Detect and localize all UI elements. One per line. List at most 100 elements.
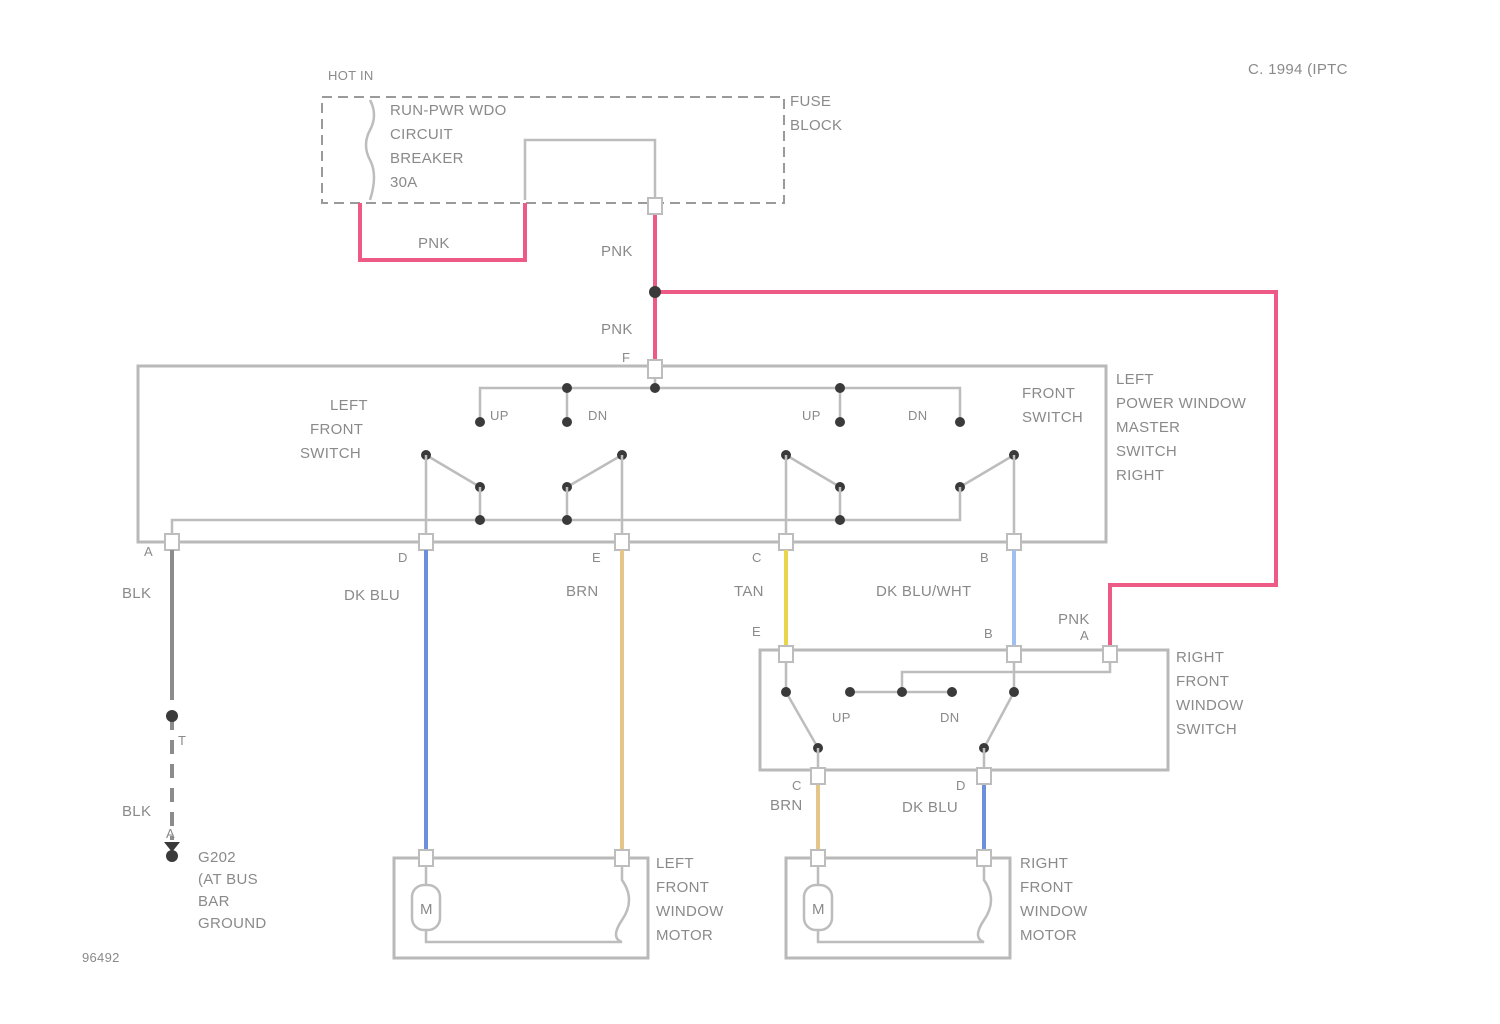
master-label-4: SWITCH [1116, 443, 1177, 460]
pnk-label-4: PNK [1058, 611, 1090, 628]
right-window-switch: E B A UP DN C D RIGHT FRONT WINDOW SWITC… [752, 624, 1244, 793]
lm-internal [426, 866, 629, 942]
rm-terminal-2 [977, 850, 991, 866]
ground-connector-bot: A [166, 826, 175, 841]
top-bus [480, 388, 960, 422]
lm-label-1: LEFT [656, 855, 694, 872]
up-label-1: UP [490, 408, 509, 423]
bus-node-f [650, 383, 660, 393]
rf-switch-line-2: SWITCH [1022, 409, 1083, 426]
rm-terminal-1 [811, 850, 825, 866]
ground-label-1: G202 [198, 849, 236, 866]
up1-contact [475, 417, 485, 427]
rs-pin-b: B [984, 626, 993, 641]
rm-label-4: MOTOR [1020, 927, 1077, 944]
rm-m: M [812, 901, 825, 918]
right-window-motor: M RIGHT FRONT WINDOW MOTOR [786, 850, 1088, 958]
master-switch: F UP DN UP DN LEFT FRONT SWITCH FRONT SW… [138, 350, 1247, 565]
fuse-label-1: FUSE [790, 93, 831, 110]
master-label-2: POWER WINDOW [1116, 395, 1247, 412]
blk-label-2: BLK [122, 803, 151, 820]
lf-switch-line-2: FRONT [310, 421, 363, 438]
lever-4 [960, 455, 1014, 487]
tan-label: TAN [734, 583, 764, 600]
pin-d: D [398, 550, 408, 565]
rs-label-2: FRONT [1176, 673, 1229, 690]
rs-pin-d: D [956, 778, 966, 793]
dn-label-2: DN [908, 408, 927, 423]
rs-out-leads [818, 748, 984, 770]
ground-bus [172, 487, 960, 536]
rs-pivot-2 [1009, 687, 1019, 697]
rs-pin-e: E [752, 624, 761, 639]
ground: T A G202 (AT BUS BAR GROUND [164, 733, 266, 932]
dn-label-1: DN [588, 408, 607, 423]
lm-m: M [420, 901, 433, 918]
colored-wires: BLK BLK DK BLU BRN TAN DK BLU/WHT BRN DK… [122, 550, 1014, 855]
pnk-label-3: PNK [601, 321, 633, 338]
ground-label-4: GROUND [198, 915, 266, 932]
rs-pin-a: A [1080, 628, 1089, 643]
rs-pivot-1 [781, 687, 791, 697]
bus-node-1 [562, 383, 572, 393]
pin-c: C [752, 550, 762, 565]
rm-label-1: RIGHT [1020, 855, 1068, 872]
pnk-label-2: PNK [601, 243, 633, 260]
rs-dn-contact [947, 687, 957, 697]
dn1-contact [562, 417, 572, 427]
pin-a: A [144, 544, 153, 559]
dk-blu-label-1: DK BLU [344, 587, 400, 604]
fuse-block: HOT IN RUN-PWR WDO CIRCUIT BREAKER 30A F… [322, 68, 842, 210]
lm-label-2: FRONT [656, 879, 709, 896]
dk-blu-label-2: DK BLU [902, 799, 958, 816]
hot-in-label: HOT IN [328, 68, 374, 83]
lever-1 [426, 455, 480, 487]
ground-connector-top: T [178, 733, 186, 748]
bus-node-2 [835, 383, 845, 393]
breaker-line-2: CIRCUIT [390, 126, 453, 143]
pin-b: B [980, 550, 989, 565]
breaker-line-3: BREAKER [390, 150, 464, 167]
terminal-d [419, 534, 433, 550]
ground-label-2: (AT BUS [198, 871, 258, 888]
rs-terminal-d [977, 768, 991, 784]
brn-label-2: BRN [770, 797, 803, 814]
rm-internal [818, 866, 991, 942]
rs-pin-c: C [792, 778, 802, 793]
blk-label-1: BLK [122, 585, 151, 602]
left-window-motor: M LEFT FRONT WINDOW MOTOR [394, 850, 724, 958]
rf-switch-line-1: FRONT [1022, 385, 1075, 402]
breaker-line-4: 30A [390, 174, 418, 191]
lf-switch-line-1: LEFT [330, 397, 368, 414]
dk-blu-wht-label: DK BLU/WHT [876, 583, 972, 600]
lm-terminal-1 [419, 850, 433, 866]
rs-feed [850, 662, 1110, 692]
pin-e: E [592, 550, 601, 565]
rs-terminal-e [779, 646, 793, 662]
terminal-leads [426, 455, 1014, 536]
master-label-5: RIGHT [1116, 467, 1164, 484]
up2-contact [835, 417, 845, 427]
pnk-label-1: PNK [418, 235, 450, 252]
lm-terminal-2 [615, 850, 629, 866]
terminal-b [1007, 534, 1021, 550]
lm-label-4: MOTOR [656, 927, 713, 944]
rs-terminal-b [1007, 646, 1021, 662]
rm-label-3: WINDOW [1020, 903, 1088, 920]
gnd-node-1 [475, 515, 485, 525]
rs-up-contact [845, 687, 855, 697]
blk-splice [166, 710, 178, 722]
copyright-text: C. 1994 (IPTC [1248, 61, 1348, 78]
breaker-symbol [366, 100, 374, 200]
ground-label-3: BAR [198, 893, 230, 910]
rs-label-4: SWITCH [1176, 721, 1237, 738]
terminal-c [779, 534, 793, 550]
dn2-contact [955, 417, 965, 427]
brn-label-1: BRN [566, 583, 599, 600]
right-switch-box [760, 650, 1168, 770]
breaker-line-1: RUN-PWR WDO [390, 102, 507, 119]
rs-label-1: RIGHT [1176, 649, 1224, 666]
gnd-node-3 [835, 515, 845, 525]
up-label-2: UP [802, 408, 821, 423]
